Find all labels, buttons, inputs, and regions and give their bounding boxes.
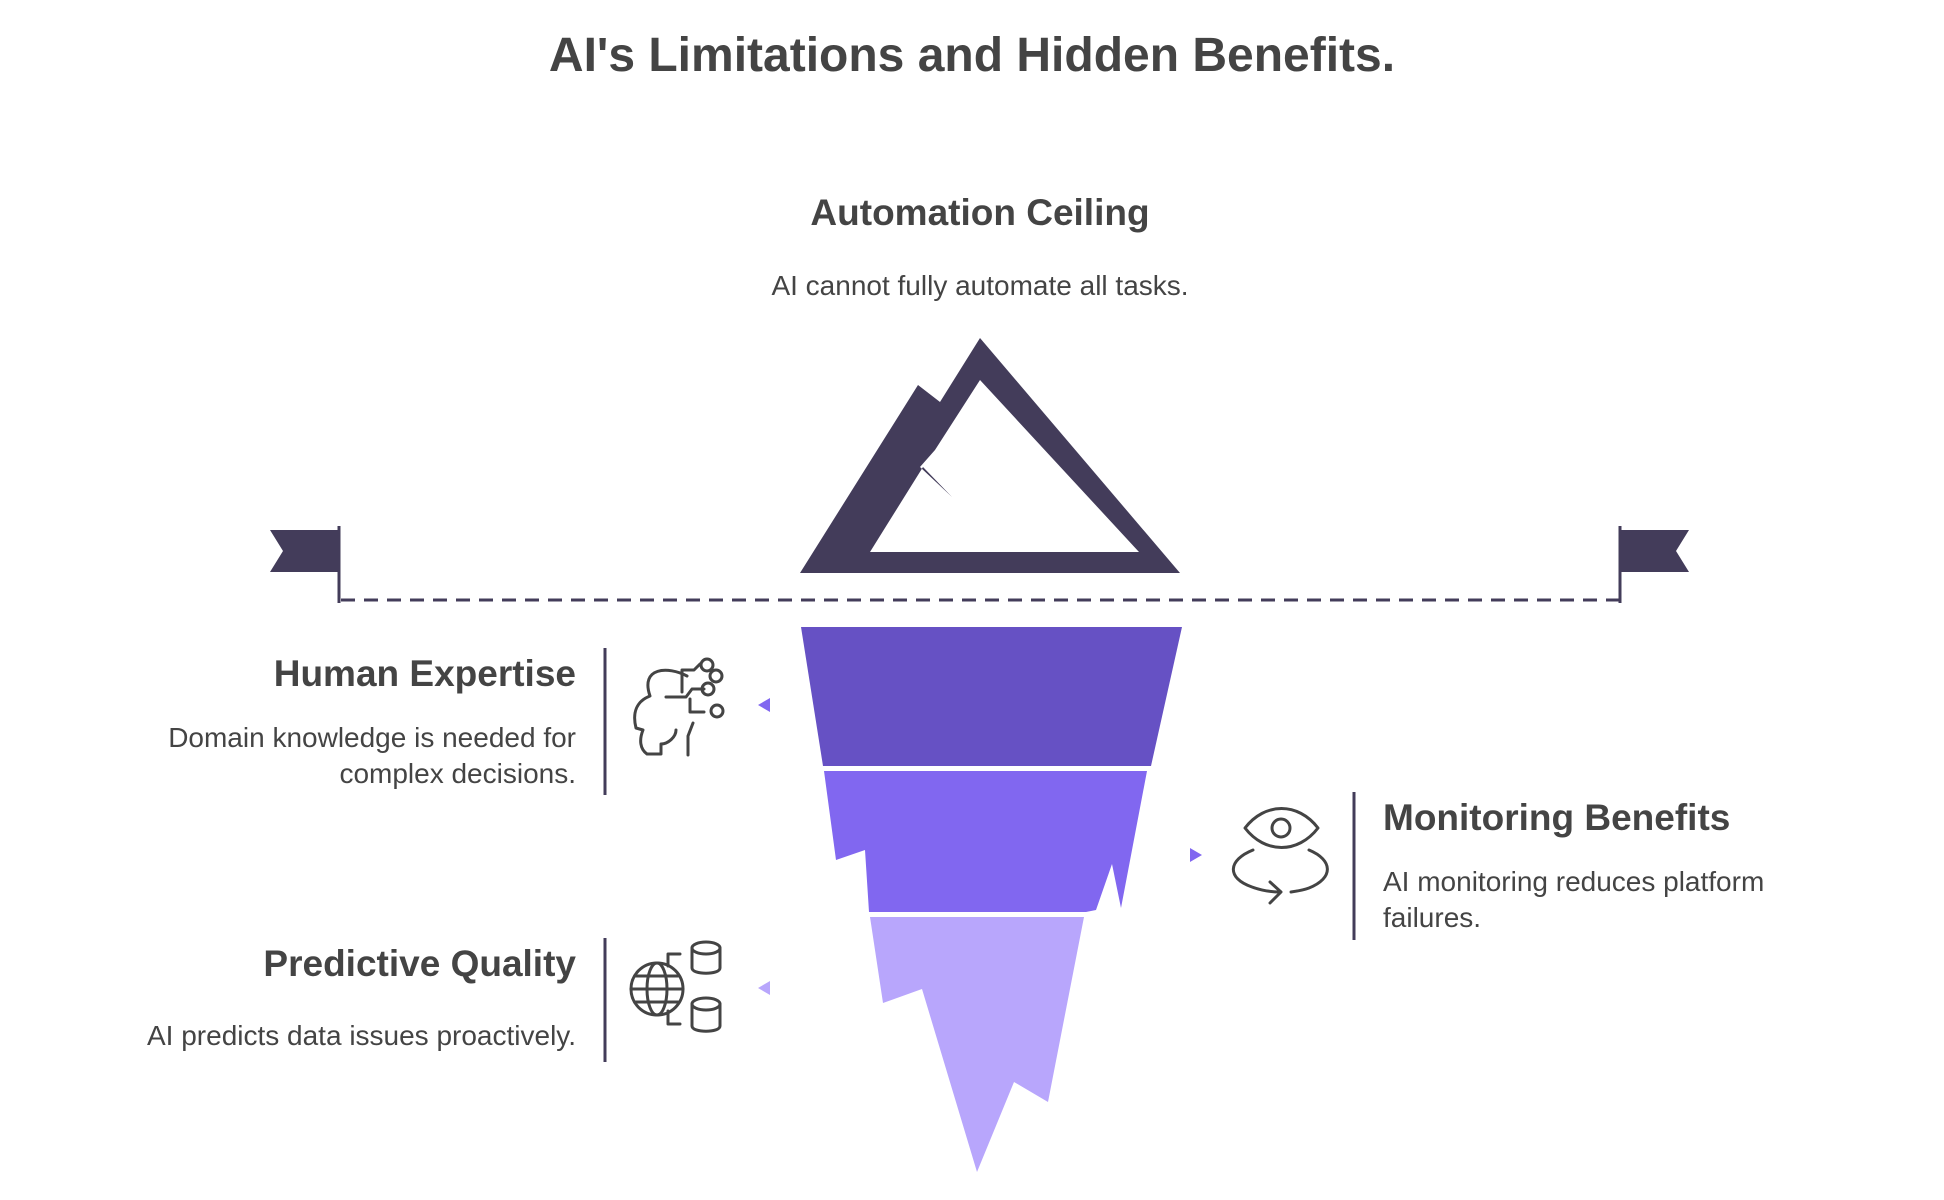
globe-database-icon: [629, 940, 722, 1033]
left-flag: [270, 530, 338, 572]
right-flag: [1620, 530, 1689, 572]
monitoring-benefits-description: AI monitoring reduces platform failures.: [1383, 866, 1765, 933]
eye-rotate-icon: [1231, 807, 1329, 905]
human-expertise-pointer: [758, 698, 770, 712]
iceberg-layer-2: [824, 771, 1147, 912]
head-circuit-icon: [633, 657, 725, 757]
predictive-quality-heading: Predictive Quality: [263, 943, 576, 984]
iceberg-layer-3: [870, 917, 1084, 1172]
predictive-quality-description: AI predicts data issues proactively.: [146, 1020, 576, 1051]
iceberg-layer-1: [801, 627, 1182, 766]
predictive-quality-pointer: [758, 981, 770, 995]
monitoring-benefits-heading: Monitoring Benefits: [1383, 797, 1731, 838]
monitoring-pointer: [1190, 848, 1202, 862]
human-expertise-description: Domain knowledge is needed for complex d…: [168, 722, 576, 789]
iceberg-tip: [800, 338, 1180, 573]
automation-ceiling-description: AI cannot fully automate all tasks.: [771, 270, 1189, 301]
page-title: AI's Limitations and Hidden Benefits.: [548, 29, 1396, 82]
automation-ceiling-heading: Automation Ceiling: [810, 192, 1150, 233]
human-expertise-heading: Human Expertise: [273, 653, 576, 694]
